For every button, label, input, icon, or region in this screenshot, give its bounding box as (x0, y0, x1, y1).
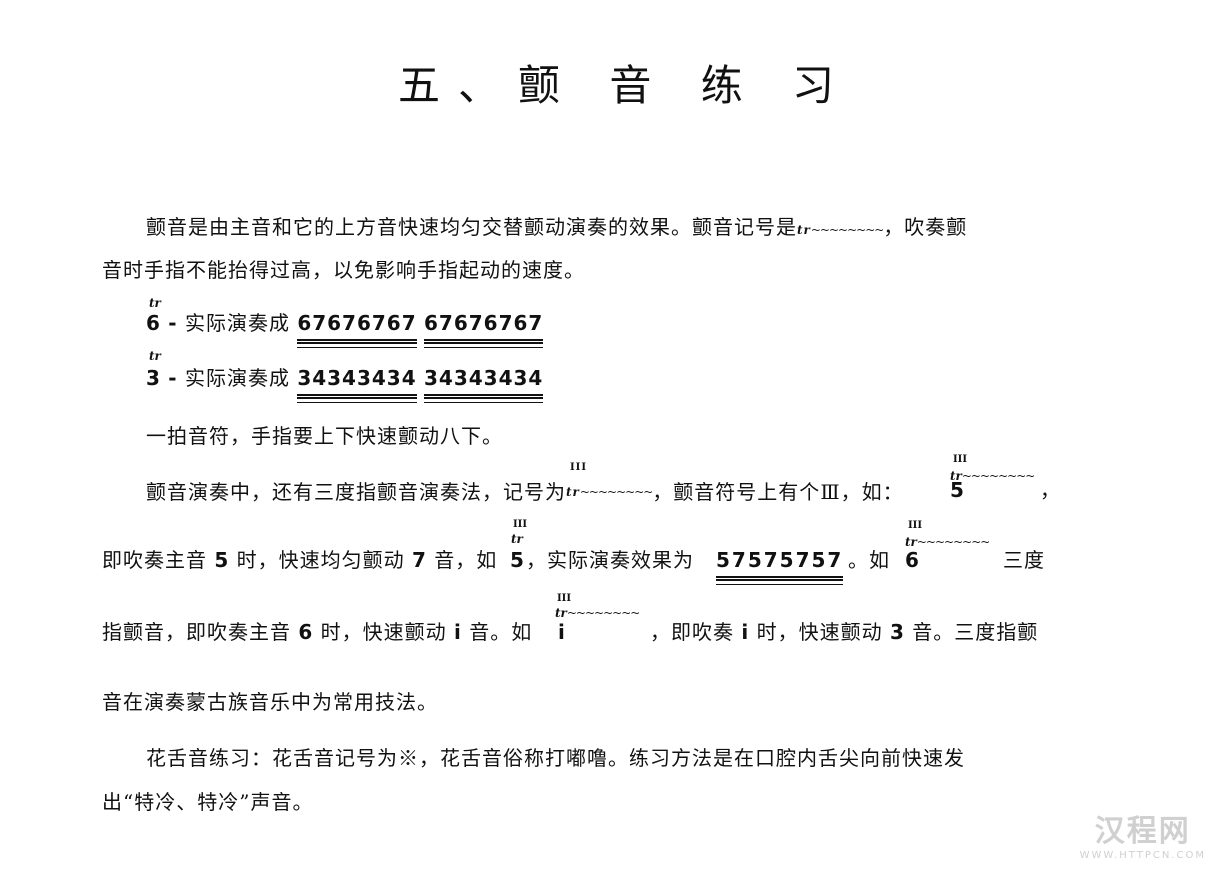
note: 5 (214, 548, 230, 572)
example-label: 实际演奏成 (184, 366, 290, 390)
paragraph-third-trill-line4: 音在演奏蒙古族音乐中为常用技法。 (102, 690, 438, 714)
watermark-logo: 汉程网 (1094, 814, 1191, 849)
note-group: 34343434 (424, 366, 544, 403)
trill-symbol: tr (566, 485, 580, 499)
note-group: 34343434 (297, 366, 417, 403)
page-title: 五、颤 音 练 习 (398, 61, 853, 110)
dash: - (168, 311, 178, 335)
text: ，颤音符号上有个 (652, 480, 821, 504)
trill-symbol: tr (950, 469, 962, 483)
trill-mark: tr (149, 349, 161, 363)
paragraph-third-trill-line3b: ，即吹奏 i 时，快速颤动 3 音。三度指颤 (650, 620, 1038, 644)
text: ，如： (840, 480, 904, 504)
text: 三度 (1003, 548, 1045, 572)
trill-wave: ~~~~~~~~ (810, 223, 884, 237)
comma: ， (1040, 478, 1061, 502)
trill-wave: ~~~~~~~~ (579, 485, 653, 499)
roman-three: III (953, 454, 968, 465)
roman-three: III (557, 593, 572, 604)
watermark: 汉程网 WWW.HTTPCN.COM (1080, 806, 1206, 861)
text: 颤音演奏中，还有三度指颤音演奏法，记号为 (146, 480, 566, 504)
roman-three: III (908, 520, 923, 531)
trill-symbol: tr (905, 535, 917, 549)
trill-with-wave: tr~~~~~~~~ (905, 531, 990, 550)
paragraph-third-trill-line1: 颤音演奏中，还有三度指颤音演奏法，记号为 III tr~~~~~~~~，颤音符号上有… (146, 463, 904, 505)
note-group: 67676767 (297, 311, 417, 348)
trill-wave: ~~~~~~~~ (566, 606, 640, 620)
text: ，吹奏颤 (883, 215, 968, 239)
roman-three: III (513, 519, 528, 530)
trill-symbol: tr (555, 606, 567, 620)
trill-mark: tr (511, 532, 523, 546)
text: 音。三度指颤 (912, 620, 1039, 644)
note-6: 6 (905, 548, 920, 572)
dash: - (168, 366, 178, 390)
note: 3 (146, 366, 161, 390)
note: 6 (298, 620, 314, 644)
paragraph-third-trill-line3: 指颤音，即吹奏主音 6 时，快速颤动 i 音。如 (102, 620, 532, 644)
watermark-url: WWW.HTTPCN.COM (1079, 850, 1206, 861)
text: 时，快速颤动 (756, 620, 883, 644)
roman-mark: Ⅲ (820, 480, 841, 504)
note-high-i: i (558, 620, 566, 644)
example-label: 实际演奏成 (184, 311, 290, 335)
note-group: 67676767 (424, 311, 544, 348)
text: 即吹奏主音 (102, 548, 207, 572)
paragraph-trill-definition-line2: 音时手指不能抬得过高，以免影响手指起动的速度。 (102, 258, 585, 282)
note-high: i (454, 620, 462, 644)
note-high: 3 (889, 620, 905, 644)
paragraph-flutter-tongue-line2: 出“特冷、特冷”声音。 (102, 790, 314, 814)
note-5: 5 (950, 478, 965, 502)
third-trill-symbol: III tr~~~~~~~~ (566, 463, 653, 504)
text: 音，如 (434, 548, 498, 572)
trill-symbol: tr (797, 223, 811, 237)
note: 6 (146, 311, 161, 335)
text: 音。如 (469, 620, 533, 644)
paragraph-trill-definition-line1: 颤音是由主音和它的上方音快速均匀交替颤动演奏的效果。颤音记号是tr~~~~~~~… (146, 215, 967, 242)
note: 7 (412, 548, 427, 572)
paragraph-third-trill-line2: 即吹奏主音 5 时，快速均匀颤动 7 音，如 (102, 548, 497, 572)
note-high: i (741, 620, 750, 644)
example-row-3: 3 - 实际演奏成 34343434 34343434 (146, 366, 544, 403)
text: 颤音是由主音和它的上方音快速均匀交替颤动演奏的效果。颤音记号是 (146, 215, 797, 239)
example-row-6: 6 - 实际演奏成 67676767 67676767 (146, 311, 544, 348)
trill-wave: ~~~~~~~~ (916, 535, 990, 549)
text: 指颤音，即吹奏主音 (102, 620, 291, 644)
paragraph-one-beat: 一拍音符，手指要上下快速颤动八下。 (146, 424, 503, 448)
trill-mark: tr (149, 296, 161, 310)
trill-with-wave: tr~~~~~~~~ (950, 465, 1035, 484)
paragraph-third-trill-line2b: ，实际演奏效果为 (526, 548, 694, 572)
trill-with-wave: tr~~~~~~~~ (555, 602, 640, 621)
roman-three: III (570, 462, 588, 473)
text: 时，快速均匀颤动 (236, 548, 405, 572)
note-5: 5 (510, 548, 525, 572)
paragraph-flutter-tongue-line1: 花舌音练习：花舌音记号为※，花舌音俗称打嘟噜。练习方法是在口腔内舌尖向前快速发 (146, 746, 965, 770)
trill-wave: ~~~~~~~~ (961, 469, 1035, 483)
text: 。如 (848, 548, 890, 572)
result-notes: 57575757 (716, 548, 844, 585)
text: 时，快速颤动 (320, 620, 447, 644)
text: ，即吹奏 (650, 620, 734, 644)
